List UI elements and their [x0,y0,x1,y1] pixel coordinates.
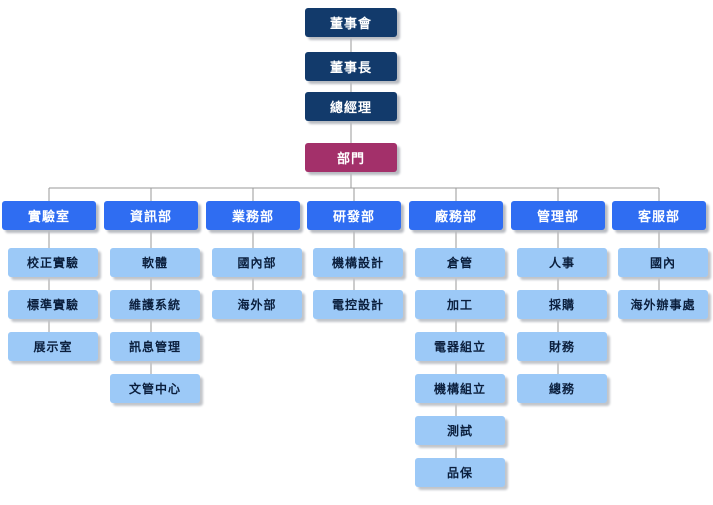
unit-box[interactable]: 品保 [415,458,505,487]
unit-box[interactable]: 機構設計 [313,248,403,277]
unit-box[interactable]: 展示室 [8,332,98,361]
unit-box[interactable]: 人事 [517,248,607,277]
department-box[interactable]: 管理部 [511,201,605,230]
unit-box[interactable]: 國內 [618,248,708,277]
board-of-directors-box[interactable]: 董事會 [305,8,397,37]
department-box[interactable]: 資訊部 [104,201,198,230]
unit-box[interactable]: 標準實驗 [8,290,98,319]
unit-box[interactable]: 採購 [517,290,607,319]
unit-box[interactable]: 總務 [517,374,607,403]
unit-box[interactable]: 軟體 [110,248,200,277]
unit-box[interactable]: 訊息管理 [110,332,200,361]
unit-box[interactable]: 海外部 [212,290,302,319]
unit-box[interactable]: 電控設計 [313,290,403,319]
department-box[interactable]: 廠務部 [409,201,503,230]
department-box[interactable]: 業務部 [206,201,300,230]
unit-box[interactable]: 機構組立 [415,374,505,403]
department-box[interactable]: 實驗室 [2,201,96,230]
unit-box[interactable]: 加工 [415,290,505,319]
unit-box[interactable]: 測試 [415,416,505,445]
unit-box[interactable]: 財務 [517,332,607,361]
unit-box[interactable]: 國內部 [212,248,302,277]
unit-box[interactable]: 倉管 [415,248,505,277]
unit-box[interactable]: 文管中心 [110,374,200,403]
departments-root-box[interactable]: 部門 [305,143,397,172]
unit-box[interactable]: 維護系統 [110,290,200,319]
unit-box[interactable]: 海外辦事處 [618,290,708,319]
chairman-box[interactable]: 董事長 [305,52,397,81]
unit-box[interactable]: 電器組立 [415,332,505,361]
unit-box[interactable]: 校正實驗 [8,248,98,277]
general-manager-box[interactable]: 總經理 [305,92,397,121]
department-box[interactable]: 研發部 [307,201,401,230]
department-box[interactable]: 客服部 [612,201,706,230]
